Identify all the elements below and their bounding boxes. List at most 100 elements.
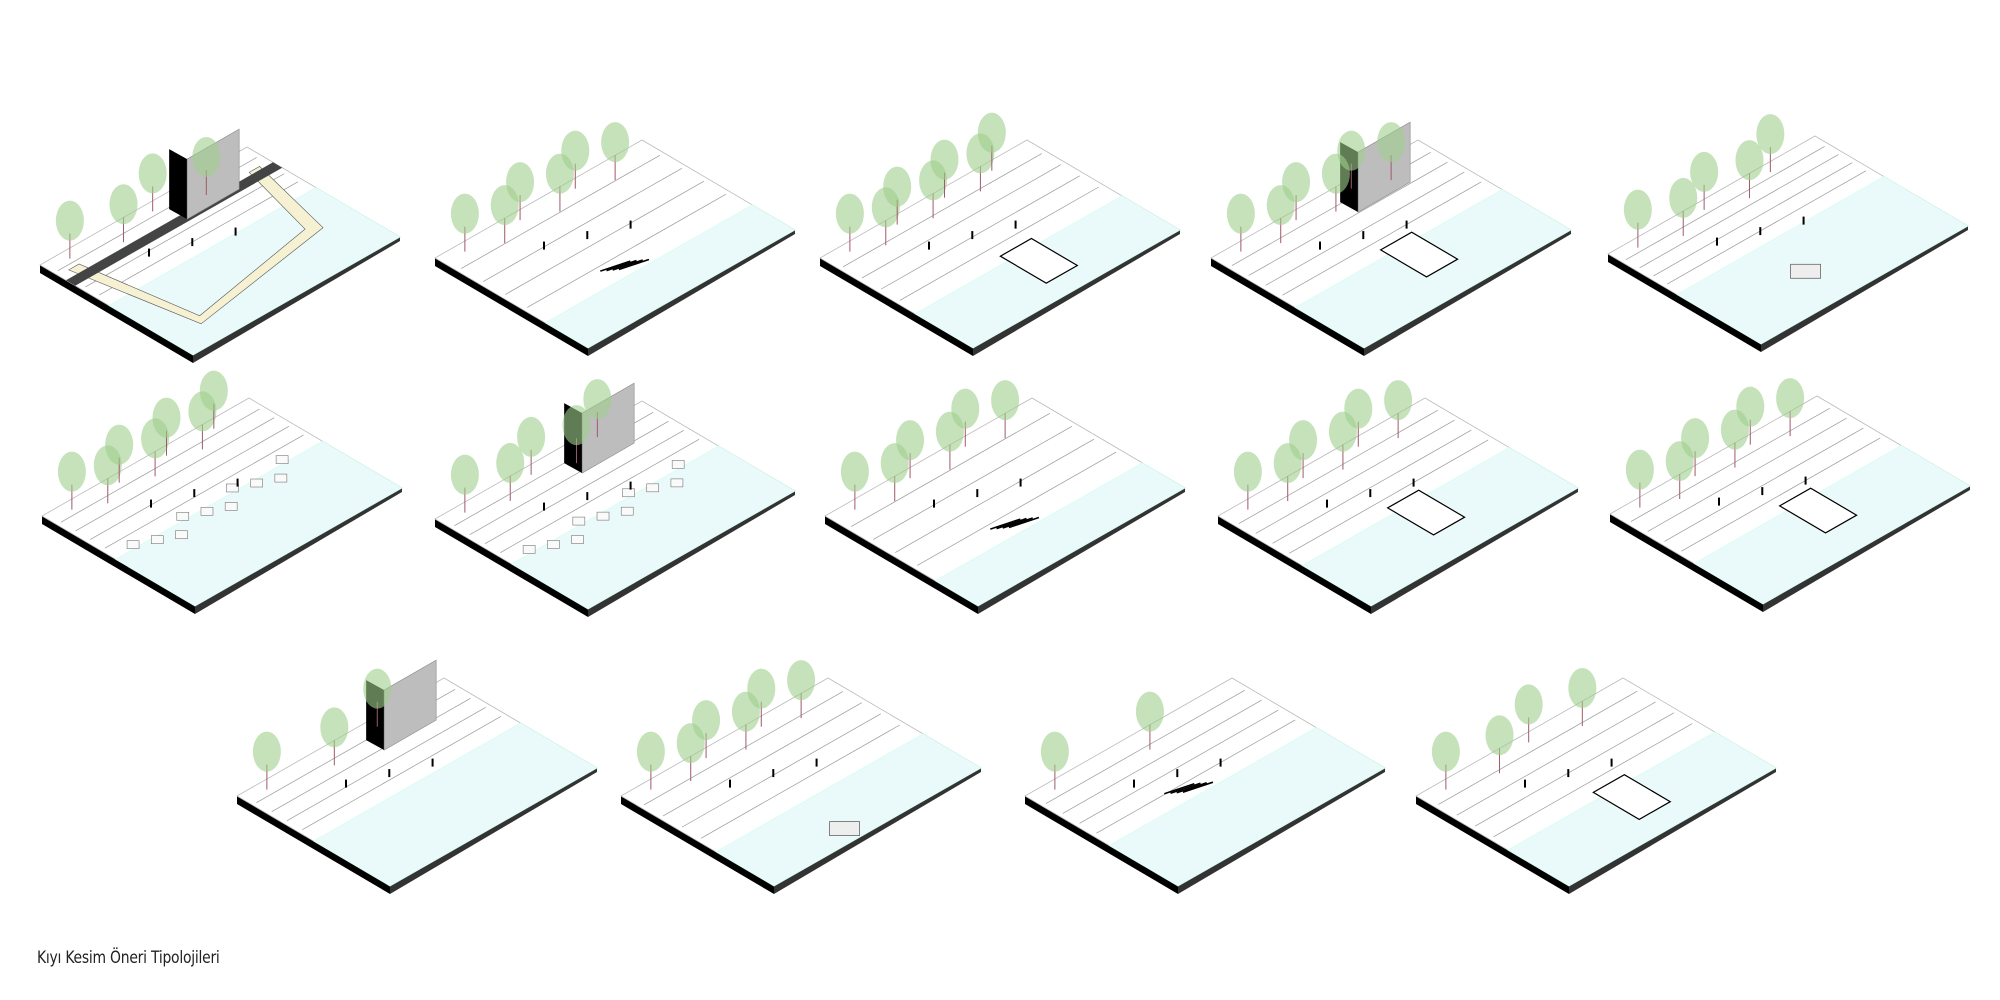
person-figure: [586, 231, 589, 240]
rock-block: [126, 540, 140, 549]
terrace-line: [1096, 719, 1296, 834]
tree-canopy: [252, 731, 281, 772]
tree-canopy: [320, 707, 349, 748]
water-area: [1108, 727, 1386, 887]
person-figure: [1019, 478, 1022, 487]
person-figure: [928, 241, 930, 250]
rock-block: [522, 545, 536, 554]
terrace-line: [850, 413, 1051, 527]
terrace-line: [302, 716, 502, 830]
person-figure: [543, 502, 545, 511]
tree-canopy: [583, 379, 612, 420]
tree-canopy: [692, 700, 721, 741]
person-figure: [148, 248, 150, 257]
typology-tile: [1217, 380, 1579, 614]
tree-canopy: [1756, 114, 1785, 155]
step: [996, 517, 1027, 530]
rock-block: [175, 530, 188, 540]
tree-canopy: [1735, 140, 1764, 181]
person-figure: [1362, 231, 1365, 240]
terrace-line: [1438, 690, 1638, 805]
building-shadow-face: [169, 149, 188, 220]
typology-tile: [819, 112, 1181, 356]
terrace-line: [1248, 161, 1448, 276]
tree-canopy: [138, 153, 167, 194]
person-figure: [729, 779, 731, 788]
tile-edge: [1218, 516, 1371, 614]
pier: [1386, 489, 1466, 536]
person-figure: [629, 220, 632, 229]
tree-canopy: [1625, 449, 1654, 490]
tree-canopy: [1384, 380, 1413, 421]
tile-edge: [42, 516, 195, 614]
typology-tile: [620, 660, 982, 894]
terrace-line: [104, 434, 304, 549]
person-figure: [1610, 758, 1613, 767]
person-figure: [1716, 237, 1718, 246]
person-figure: [1718, 497, 1720, 506]
typology-tile: [1210, 121, 1572, 356]
person-figure: [1412, 478, 1415, 487]
person-figure: [236, 478, 239, 487]
boat: [1790, 263, 1821, 279]
terrace-line: [505, 180, 705, 295]
terrace-line: [1255, 419, 1455, 534]
tile-edge: [195, 488, 402, 614]
person-figure: [933, 499, 935, 508]
person-figure: [388, 769, 391, 778]
tree-canopy: [506, 162, 535, 203]
terrace-line: [681, 713, 881, 828]
tree-canopy: [1623, 189, 1652, 230]
person-figure: [629, 481, 632, 490]
tree-canopy: [1135, 691, 1164, 732]
terrace-line: [1062, 699, 1262, 814]
diagram-caption: Kıyı Kesim Öneri Tipolojileri: [37, 948, 220, 968]
rock-block: [275, 455, 289, 464]
terrace-line: [469, 421, 669, 535]
person-figure: [971, 231, 974, 240]
terrace-line: [917, 451, 1117, 566]
tree-canopy: [105, 424, 134, 465]
tile-edge: [973, 230, 1180, 356]
tree-canopy: [1344, 388, 1373, 429]
terrace-line: [873, 425, 1073, 540]
terrace-line: [1625, 146, 1825, 261]
step: [1164, 783, 1195, 795]
terrace-line: [99, 181, 299, 296]
step: [618, 258, 650, 271]
typology-tile: [41, 370, 403, 614]
tree-canopy: [1377, 122, 1406, 163]
terrace-line: [90, 425, 290, 540]
tree-canopy: [977, 112, 1006, 153]
tree-canopy: [1337, 130, 1366, 171]
tree-canopy: [561, 130, 590, 171]
tree-canopy: [1776, 378, 1805, 419]
person-figure: [543, 241, 545, 250]
tree-canopy: [1690, 151, 1719, 192]
step: [1182, 781, 1214, 793]
terrace-line: [484, 430, 684, 544]
terrace-line: [483, 167, 683, 282]
tree-canopy: [109, 184, 138, 225]
tile-edge: [237, 796, 390, 894]
water-area: [544, 204, 796, 349]
tile-edge: [825, 516, 978, 614]
person-figure: [815, 758, 818, 767]
typology-tile: [824, 380, 1186, 614]
person-figure: [976, 489, 979, 498]
tile-edge: [621, 796, 774, 894]
terrace-line: [85, 173, 285, 288]
pier: [1379, 231, 1459, 278]
tile-edge: [1364, 230, 1571, 356]
person-figure: [1133, 779, 1135, 788]
person-figure: [1369, 489, 1372, 498]
tree-canopy: [991, 380, 1020, 421]
terrace-line: [527, 193, 727, 308]
person-figure: [1319, 241, 1321, 250]
person-figure: [1567, 769, 1570, 778]
tree-canopy: [1485, 715, 1514, 756]
typology-tile: [236, 659, 598, 894]
rock-block: [596, 511, 610, 521]
tree-canopy: [883, 166, 912, 207]
water-area: [934, 462, 1186, 607]
